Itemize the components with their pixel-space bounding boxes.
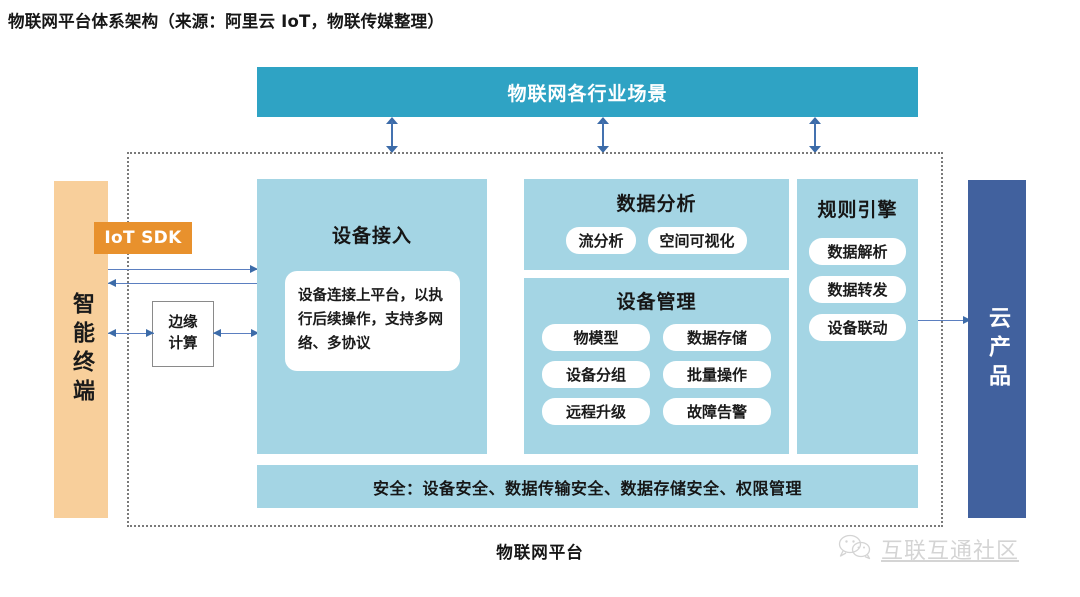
cloud-products-bar: 云产品 [968, 180, 1026, 518]
arrow-shaft [391, 121, 393, 149]
panel-device-access: 设备接入 设备连接上平台，以执行后续操作，支持多网络、多协议 [257, 179, 487, 454]
arrowhead-down [809, 146, 821, 153]
arrow-platform-to-cloud [915, 316, 971, 325]
device-management-pill-grid: 物模型 数据存储 设备分组 批量操作 远程升级 故障告警 [524, 324, 789, 425]
arrowhead-up [809, 117, 821, 124]
page-title: 物联网平台体系架构（来源：阿里云 IoT，物联传媒整理） [8, 12, 445, 31]
edge-computing-label-line2: 计算 [168, 336, 198, 352]
arrowhead-right [146, 329, 154, 337]
watermark-text: 互联互通社区 [881, 539, 1020, 564]
arrowhead-right [250, 265, 258, 273]
arrow-shaft [108, 282, 258, 285]
device-access-callout: 设备连接上平台，以执行后续操作，支持多网络、多协议 [285, 271, 460, 371]
panel-rules-engine-title: 规则引擎 [817, 199, 898, 221]
panel-data-analysis: 数据分析 流分析 空间可视化 [524, 179, 789, 270]
pill-data-parsing[interactable]: 数据解析 [809, 238, 906, 265]
arrowhead-down [386, 146, 398, 153]
wechat-icon [838, 534, 872, 564]
industry-scenarios-banner: 物联网各行业场景 [257, 67, 918, 117]
pill-remote-upgrade[interactable]: 远程升级 [542, 398, 650, 425]
panel-device-access-title: 设备接入 [331, 225, 412, 247]
arrowhead-left [108, 279, 116, 287]
connector-arrow-vertical-left [385, 117, 399, 153]
arrow-terminal-to-access [108, 265, 258, 274]
arrow-shaft [915, 319, 971, 322]
panel-device-management-title: 设备管理 [616, 291, 697, 313]
connector-arrow-vertical-center [596, 117, 610, 153]
panel-rules-engine: 规则引擎 数据解析 数据转发 设备联动 [797, 179, 918, 454]
arrowhead-right [251, 329, 259, 337]
arrow-shaft [602, 121, 604, 149]
data-analysis-pill-list: 流分析 空间可视化 [524, 227, 789, 254]
rules-engine-pill-list: 数据解析 数据转发 设备联动 [797, 238, 918, 341]
pill-data-storage[interactable]: 数据存储 [663, 324, 771, 351]
arrow-shaft [108, 268, 258, 271]
connector-arrow-vertical-right [808, 117, 822, 153]
platform-boundary [127, 152, 943, 527]
pill-fault-alarm[interactable]: 故障告警 [663, 398, 771, 425]
arrowhead-left [213, 329, 221, 337]
pill-device-grouping[interactable]: 设备分组 [542, 361, 650, 388]
arrowhead-up [386, 117, 398, 124]
arrow-shaft [213, 332, 259, 335]
pill-thing-model[interactable]: 物模型 [542, 324, 650, 351]
smart-terminal-label: 智能终端 [69, 291, 94, 408]
industry-scenarios-label: 物联网各行业场景 [507, 82, 668, 105]
edge-computing-label-line1: 边缘 [168, 314, 198, 331]
pill-spatial-visualization[interactable]: 空间可视化 [647, 227, 747, 254]
arrow-terminal-to-edge [108, 329, 154, 338]
arrowhead-left [108, 329, 116, 337]
pill-device-linkage[interactable]: 设备联动 [809, 314, 906, 341]
panel-data-analysis-title: 数据分析 [616, 193, 697, 215]
arrow-edge-to-access [213, 329, 259, 338]
arrow-shaft [108, 332, 154, 335]
platform-caption: 物联网平台 [496, 543, 584, 562]
iot-sdk-badge: IoT SDK [94, 222, 192, 254]
arrow-access-to-terminal [108, 279, 258, 288]
arrowhead-down [597, 146, 609, 153]
cloud-products-label: 云产品 [985, 305, 1010, 393]
security-bar: 安全：设备安全、数据传输安全、数据存储安全、权限管理 [257, 465, 918, 508]
panel-device-management: 设备管理 物模型 数据存储 设备分组 批量操作 远程升级 故障告警 [524, 278, 789, 454]
security-label: 安全：设备安全、数据传输安全、数据存储安全、权限管理 [372, 478, 802, 498]
arrow-shaft [814, 121, 816, 149]
pill-data-forwarding[interactable]: 数据转发 [809, 276, 906, 303]
watermark: 互联互通社区 [838, 533, 1019, 565]
arrowhead-up [597, 117, 609, 124]
arrowhead-right [963, 316, 971, 324]
iot-sdk-label: IoT SDK [104, 228, 182, 248]
pill-stream-analysis[interactable]: 流分析 [566, 227, 636, 254]
pill-batch-operation[interactable]: 批量操作 [663, 361, 771, 388]
edge-computing-box: 边缘 计算 [152, 301, 214, 367]
